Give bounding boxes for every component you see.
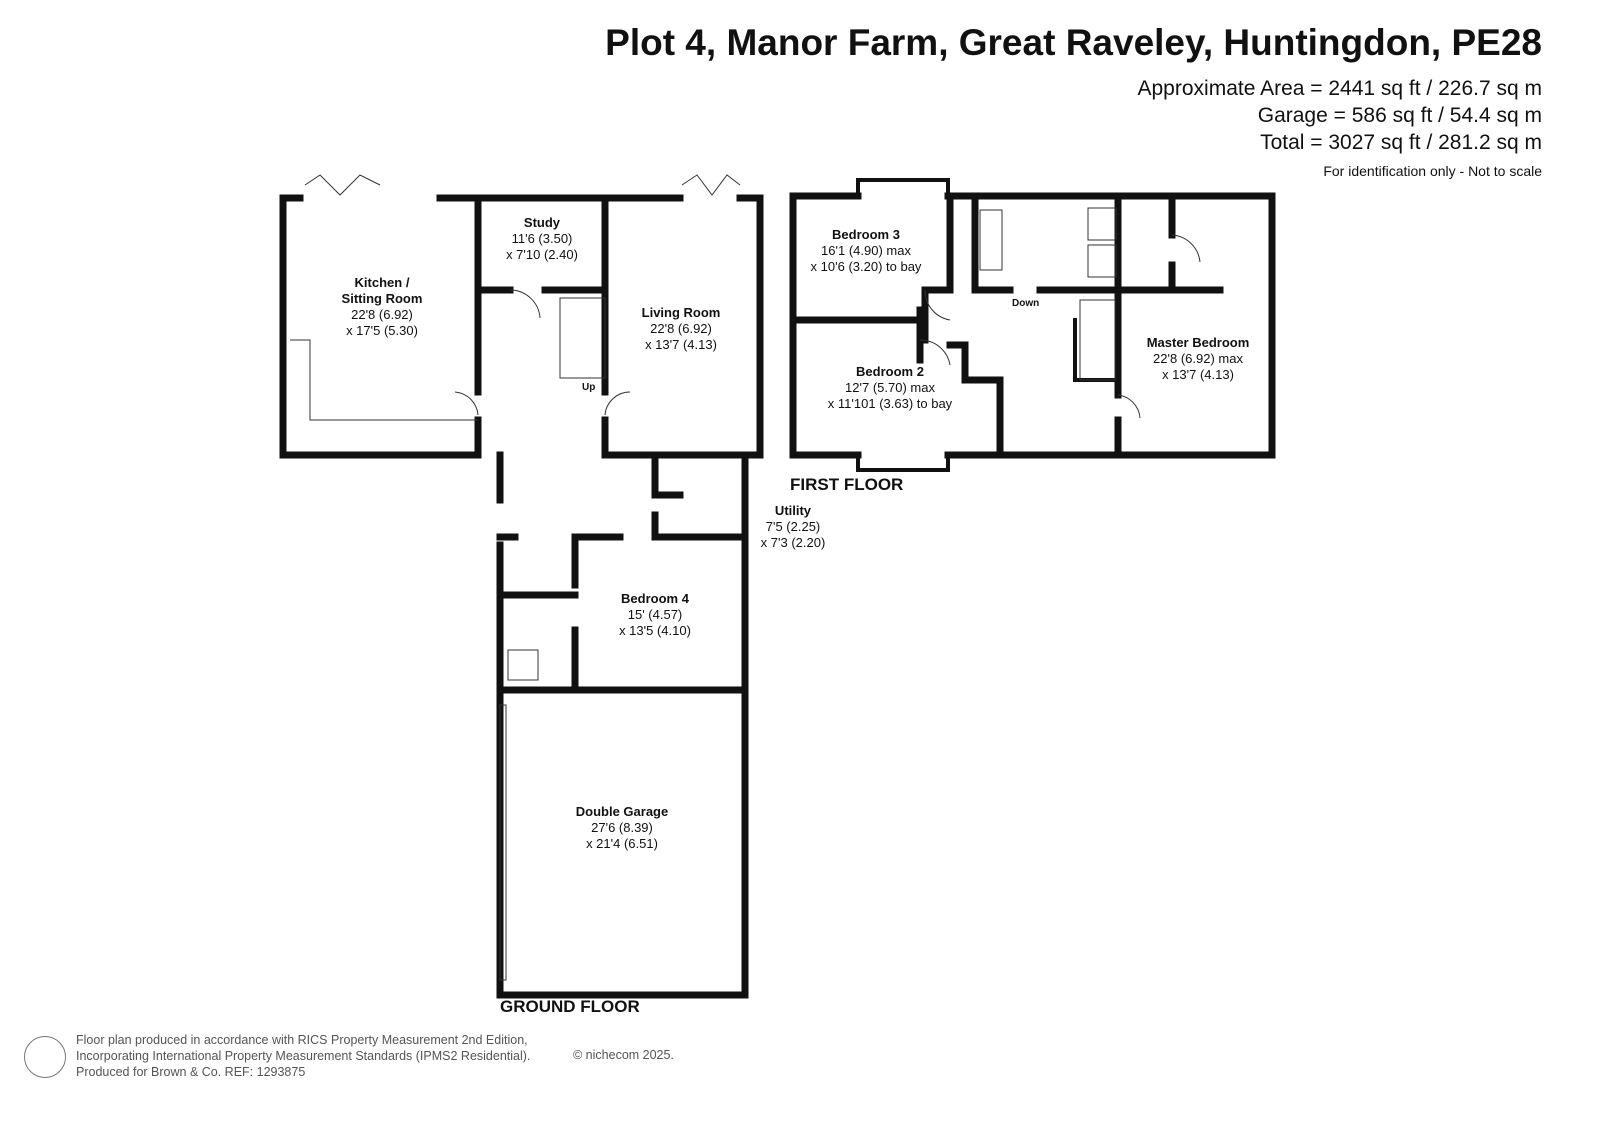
first-floor-label: FIRST FLOOR (790, 475, 904, 494)
copyright: © nichecom 2025. (573, 1048, 674, 1062)
total-area: Total = 3027 sq ft / 281.2 sq m (1260, 131, 1542, 154)
first-floor-outer (789, 192, 862, 459)
scale-note: For identification only - Not to scale (1323, 163, 1542, 179)
utility-walls (651, 451, 684, 499)
kitchen-walls (279, 194, 482, 459)
stairs-up-label: Up (582, 382, 596, 393)
kitchen-counter (290, 339, 478, 421)
page-title: Plot 4, Manor Farm, Great Raveley, Hunti… (605, 22, 1542, 63)
ground-floor-label: GROUND FLOOR (500, 997, 640, 1016)
bifold-door-living (681, 174, 741, 196)
garage-door (499, 704, 507, 981)
stairs-down-label: Down (1012, 298, 1040, 309)
bifold-door-kitchen (304, 174, 381, 196)
footer-text: Floor plan produced in accordance with R… (76, 1033, 531, 1079)
approx-area: Approximate Area = 2441 sq ft / 226.7 sq… (1137, 77, 1543, 100)
room-kitchen: Kitchen /Sitting Room 22'8 (6.92)x 17'5 … (341, 275, 423, 338)
person-icon (24, 1036, 66, 1078)
garage-area: Garage = 586 sq ft / 54.4 sq m (1257, 104, 1542, 127)
staircase (559, 297, 606, 379)
